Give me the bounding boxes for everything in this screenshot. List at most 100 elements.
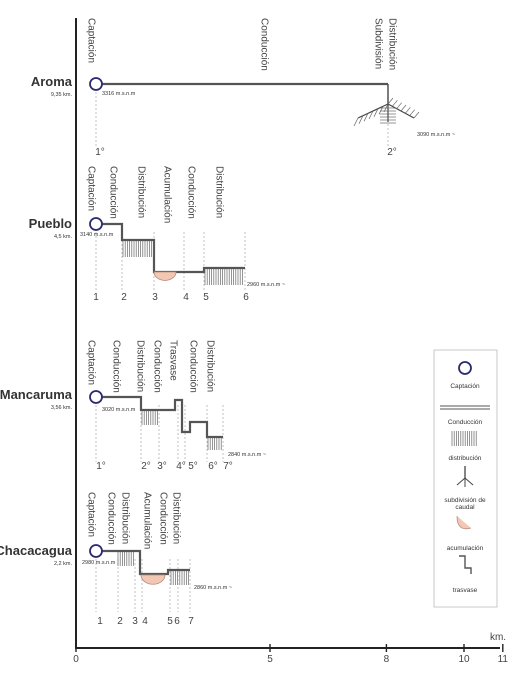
end-altitude: 2960 m.s.n.m ~ bbox=[247, 282, 285, 288]
stage-number: 6 bbox=[243, 292, 249, 303]
conduction-pipe bbox=[101, 549, 190, 576]
stage-column-label: Distribución bbox=[120, 492, 131, 544]
stage-column-label: Conducción bbox=[111, 340, 122, 393]
system-name: Aroma bbox=[31, 74, 73, 89]
system-pueblo: Pueblo 4,5 km. Captación Conducción Distribu… bbox=[29, 166, 285, 303]
start-altitude: 3020 m.s.n.m bbox=[102, 407, 136, 413]
stage-column-label: Distribución bbox=[387, 18, 398, 70]
axis-tick-label: 5 bbox=[267, 654, 273, 665]
system-name: Chacacagua bbox=[0, 543, 73, 558]
conduction-pipe bbox=[101, 222, 245, 274]
stage-column-label: Distribución bbox=[171, 492, 182, 544]
stage-number: 5 bbox=[167, 616, 173, 627]
stage-number: 5° bbox=[188, 461, 198, 472]
stage-number: 6° bbox=[208, 461, 218, 472]
stage-column-label: Captación bbox=[86, 18, 97, 63]
stage-column-label: Conducción bbox=[158, 492, 169, 545]
stage-number: 1° bbox=[96, 461, 106, 472]
distribution-hatch bbox=[117, 552, 134, 566]
stage-column-label: Conducción bbox=[108, 166, 119, 219]
legend-label: trasvase bbox=[453, 587, 478, 594]
captacion-icon bbox=[89, 390, 103, 404]
stage-number: 1 bbox=[93, 292, 99, 303]
stage-number: 4° bbox=[176, 461, 186, 472]
stage-column-label: Captación bbox=[86, 166, 97, 211]
system-mancaruma: Mancaruma 3,56 km. Captación Conducción Dist… bbox=[0, 340, 266, 472]
stage-number: 3 bbox=[152, 292, 158, 303]
stage-number: 2° bbox=[141, 461, 151, 472]
captacion-icon bbox=[89, 77, 103, 91]
distribucion-icon bbox=[451, 431, 477, 446]
axis-tick-label: 8 bbox=[384, 654, 390, 665]
stage-column-label: Conducción bbox=[188, 340, 199, 393]
trasvase-icon bbox=[459, 555, 472, 574]
system-length: 3,56 km. bbox=[51, 405, 73, 411]
conduccion-icon bbox=[440, 405, 490, 410]
stage-number: 7 bbox=[188, 616, 194, 627]
stage-column-label: Trasvase bbox=[168, 340, 179, 381]
system-name: Mancaruma bbox=[0, 387, 73, 402]
stage-column-label: Conducción bbox=[152, 340, 163, 393]
start-altitude: 3140 m.s.n.m bbox=[80, 232, 114, 238]
captacion-icon bbox=[89, 544, 103, 558]
legend-label: Conducción bbox=[448, 419, 483, 426]
legend-label: distribución bbox=[449, 455, 482, 462]
end-altitude: 2860 m.s.n.m ~ bbox=[194, 585, 232, 591]
stage-number: 7° bbox=[223, 461, 233, 472]
acumulacion-icon bbox=[153, 271, 177, 281]
system-length: 9,35 km. bbox=[51, 92, 73, 98]
axis-unit-label: km. bbox=[490, 632, 506, 643]
captacion-icon bbox=[458, 361, 472, 375]
distribution-hatch bbox=[141, 411, 158, 425]
conduction-pipe bbox=[101, 395, 223, 439]
stage-number: 2 bbox=[121, 292, 127, 303]
stage-number: 1° bbox=[95, 147, 105, 158]
end-altitude: 3090 m.s.n.m ~ bbox=[417, 132, 455, 138]
system-name: Pueblo bbox=[29, 216, 72, 231]
distribution-hatch bbox=[207, 438, 222, 450]
axis-tick-label: 0 bbox=[73, 654, 79, 665]
stage-number: 5 bbox=[203, 292, 209, 303]
start-altitude: 2980 m.s.n.m bbox=[82, 560, 116, 566]
stage-column-label: Distribución bbox=[135, 340, 146, 392]
stage-column-label: Acumulación bbox=[162, 166, 173, 223]
axis-tick-label: 11 bbox=[498, 654, 509, 665]
captacion-icon bbox=[89, 217, 103, 231]
stage-number: 4 bbox=[142, 616, 148, 627]
subdivision-icon bbox=[353, 84, 420, 127]
stage-number: 3° bbox=[157, 461, 167, 472]
end-altitude: 2840 m.s.n.m ~ bbox=[228, 452, 266, 458]
stage-column-label: Conducción bbox=[259, 18, 270, 71]
start-altitude: 3316 m.s.n.m bbox=[102, 91, 136, 97]
distribution-hatch bbox=[122, 241, 155, 257]
legend-label: acumulación bbox=[447, 545, 484, 552]
legend-label: Captación bbox=[450, 383, 480, 390]
stage-number: 6 bbox=[174, 616, 180, 627]
stage-column-label: Conducción bbox=[186, 166, 197, 219]
stage-number: 2° bbox=[387, 147, 397, 158]
acumulacion-icon bbox=[456, 515, 472, 530]
stage-column-label: Distribución bbox=[205, 340, 216, 392]
stage-number: 4 bbox=[183, 292, 189, 303]
axis-tick-label: 10 bbox=[458, 654, 470, 665]
system-length: 4,5 km. bbox=[54, 234, 73, 240]
system-length: 2,2 km. bbox=[54, 561, 73, 567]
stage-column-label: Captación bbox=[86, 340, 97, 385]
subdivision-icon bbox=[456, 466, 474, 487]
distribution-hatch bbox=[204, 269, 243, 285]
stage-number: 1 bbox=[97, 616, 103, 627]
acumulacion-icon bbox=[140, 574, 166, 585]
stage-column-label: Acumulación bbox=[142, 492, 153, 549]
stage-column-label: Distribución bbox=[214, 166, 225, 218]
stage-number: 3 bbox=[132, 616, 138, 627]
stage-column-label: Conducción bbox=[106, 492, 117, 545]
stage-column-label: Captación bbox=[86, 492, 97, 537]
distribution-hatch bbox=[170, 571, 189, 585]
stage-column-label: Distribución bbox=[136, 166, 147, 218]
